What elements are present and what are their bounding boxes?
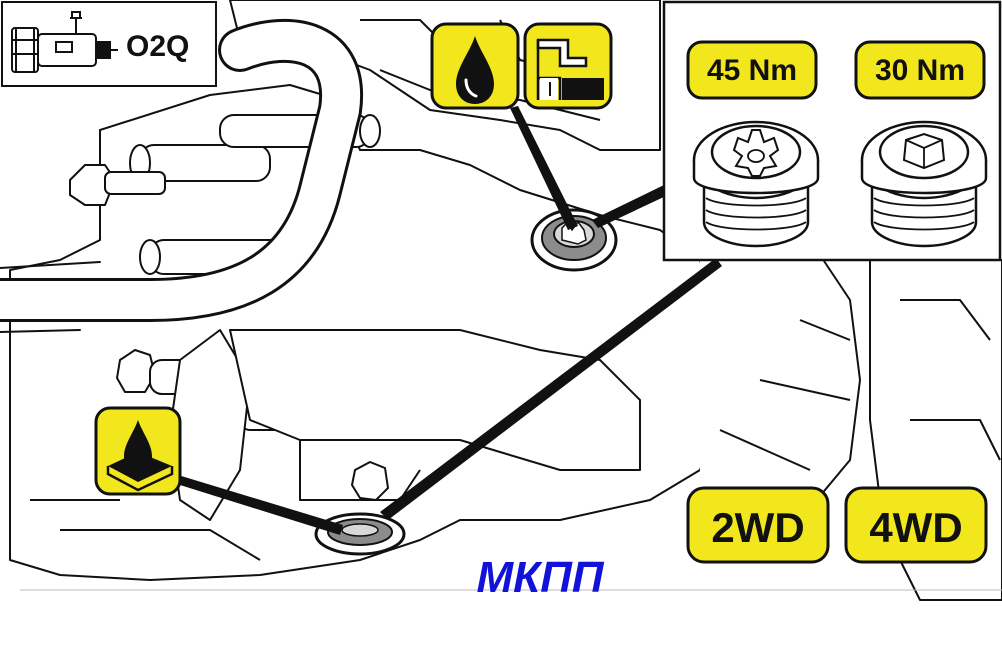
plug-detail-inset: 45 Nm 30 Nm bbox=[662, 0, 1002, 262]
torque-label-drain-plug: 45 Nm bbox=[707, 54, 797, 87]
oil-level-badge bbox=[523, 22, 613, 110]
oil-level-icon bbox=[536, 38, 604, 100]
gearbox-icon bbox=[11, 11, 118, 73]
drive-variant-2wd: 2WD bbox=[711, 504, 804, 551]
oil-drain-badge bbox=[94, 406, 182, 496]
transmission-caption: МКПП bbox=[477, 553, 605, 602]
leader-lines bbox=[178, 106, 722, 535]
oil-drain-icon bbox=[106, 420, 174, 492]
oil-drop-badge bbox=[430, 22, 520, 110]
drive-variant-4wd: 4WD bbox=[869, 504, 962, 551]
gearbox-code-label: O2Q bbox=[126, 30, 189, 63]
hose bbox=[0, 18, 364, 333]
filler-plug bbox=[530, 208, 618, 272]
torx-plug-icon bbox=[692, 120, 820, 248]
hex-plug-icon bbox=[860, 120, 988, 248]
torque-label-filler-plug: 30 Nm bbox=[875, 54, 965, 87]
drain-plug bbox=[314, 512, 406, 556]
drive-variant-labels: 2WD 4WD bbox=[686, 486, 988, 564]
oil-drop-icon bbox=[456, 36, 494, 104]
gearbox-code-box: O2Q bbox=[1, 1, 217, 87]
